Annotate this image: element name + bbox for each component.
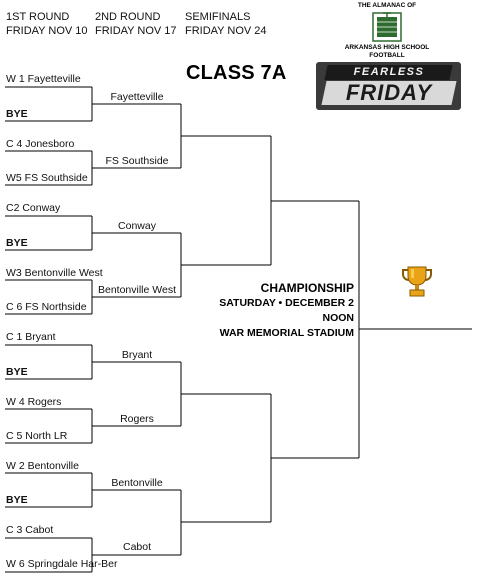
friday-text: FRIDAY (345, 80, 433, 105)
championship-time: NOON (322, 312, 355, 324)
round3-label: SEMIFINALS (185, 11, 251, 23)
round3-date: FRIDAY NOV 24 (185, 25, 267, 37)
almanac-field-icon (372, 12, 402, 42)
r2-team-5: Bryant (121, 349, 153, 361)
r1-team-7: W3 Bentonville West (6, 267, 103, 279)
r1-team-10: BYE (6, 366, 28, 378)
r2-team-3: Conway (118, 220, 156, 232)
round1-header: 1ST ROUND FRIDAY NOV 10 (6, 10, 88, 38)
championship-venue: WAR MEMORIAL STADIUM (219, 327, 354, 339)
r1-team-11: W 4 Rogers (6, 396, 62, 408)
r1-team-4: W5 FS Southside (6, 172, 88, 184)
r1-team-3: C 4 Jonesboro (6, 138, 75, 150)
round2-lines (92, 103, 181, 556)
r1-team-14: BYE (6, 494, 28, 506)
almanac-logo-line1: THE ALMANAC OF (357, 2, 417, 9)
round3-header: SEMIFINALS FRIDAY NOV 24 (185, 10, 267, 38)
r2-team-7: Bentonville (111, 477, 163, 489)
round2-date: FRIDAY NOV 17 (95, 25, 177, 37)
round1-label: 1ST ROUND (6, 11, 70, 23)
r1-team-5: C2 Conway (6, 202, 61, 214)
almanac-logo-line2: ARKANSAS HIGH SCHOOL FOOTBALL (344, 44, 430, 59)
r2-team-4: Bentonville West (97, 284, 176, 296)
r1-team-13: W 2 Bentonville (6, 460, 79, 472)
r1-team-2: BYE (6, 108, 28, 120)
almanac-logo: THE ALMANAC OF ARKANSAS HIGH SCHOOL FOOT… (328, 2, 446, 59)
round2-label: 2ND ROUND (95, 11, 161, 23)
r1-team-12: C 5 North LR (6, 430, 68, 442)
round1-lines (5, 86, 92, 573)
trophy-icon (402, 266, 432, 297)
r1-team-9: C 1 Bryant (6, 331, 56, 343)
championship-info: CHAMPIONSHIP SATURDAY • DECEMBER 2 NOON … (219, 281, 354, 341)
r1-team-15: C 3 Cabot (6, 524, 54, 536)
r1-team-8: C 6 FS Northside (6, 301, 87, 313)
round2-header: 2ND ROUND FRIDAY NOV 17 (95, 10, 177, 38)
r2-team-8: Cabot (122, 541, 152, 553)
r1-team-1: W 1 Fayetteville (6, 73, 81, 85)
bracket-title: CLASS 7A (186, 62, 287, 84)
fearless-text: FEARLESS (353, 66, 425, 78)
fearless-friday-logo: FEARLESS FRIDAY (316, 62, 461, 110)
round1-date: FRIDAY NOV 10 (6, 25, 88, 37)
r1-team-6: BYE (6, 237, 28, 249)
r2-team-1: Fayetteville (110, 91, 164, 103)
championship-date: SATURDAY • DECEMBER 2 (219, 297, 354, 309)
r1-team-16: W 6 Springdale Har-Ber (6, 558, 118, 570)
championship-title: CHAMPIONSHIP (260, 281, 354, 295)
r2-team-2: FS Southside (105, 155, 169, 167)
r2-team-6: Rogers (120, 413, 154, 425)
final-lines (271, 200, 472, 459)
